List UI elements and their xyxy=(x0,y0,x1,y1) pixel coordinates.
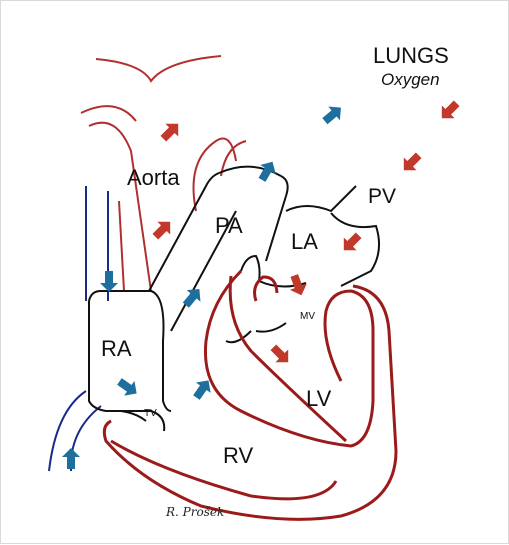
label-mv: MV xyxy=(300,311,315,322)
arrow-pa-up xyxy=(254,157,280,184)
arrow-svc-down xyxy=(100,271,118,292)
arrow-to-lungs xyxy=(319,101,347,128)
label-aorta: Aorta xyxy=(127,165,180,190)
label-tv: TV xyxy=(144,408,157,419)
ventricle-walls xyxy=(104,271,396,519)
arrow-lungs-1 xyxy=(435,97,463,125)
label-pv: PV xyxy=(368,185,396,208)
label-lungs: LUNGS xyxy=(373,43,449,68)
arrow-lv xyxy=(267,341,295,369)
arrow-ivc-up xyxy=(62,448,80,469)
arrow-pv-la xyxy=(337,229,365,257)
label-ra: RA xyxy=(101,336,132,361)
label-la: LA xyxy=(291,229,318,254)
arrow-lungs-2 xyxy=(397,149,425,177)
label-pa: PA xyxy=(215,213,243,238)
arrow-ra-tv xyxy=(114,374,142,401)
vena-cava xyxy=(49,186,108,471)
arrow-aorta-lower xyxy=(149,215,177,243)
arrow-aorta-up xyxy=(157,117,185,145)
label-oxygen: Oxygen xyxy=(381,70,440,89)
label-rv: RV xyxy=(223,443,253,468)
label-lv: LV xyxy=(306,386,332,411)
author-signature: R. Prošek xyxy=(165,505,224,519)
